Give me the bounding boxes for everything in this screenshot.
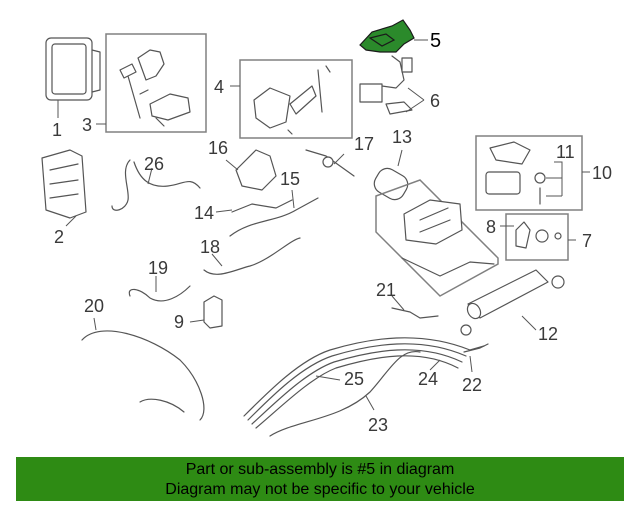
part-12-tank <box>460 269 565 336</box>
part-7-group <box>500 213 576 261</box>
callout-23: 23 <box>368 415 388 435</box>
part-26-lines <box>111 159 201 211</box>
callout-10: 10 <box>592 163 612 183</box>
callout-25: 25 <box>344 369 364 389</box>
callout-17: 17 <box>354 134 374 154</box>
part-22-fitting <box>463 343 489 373</box>
part-19-line <box>128 276 191 302</box>
part-5-highlighted[interactable] <box>359 19 428 53</box>
compressor-assembly <box>375 179 499 297</box>
part-10-group <box>475 135 590 211</box>
banner-line-2: Diagram may not be specific to your vehi… <box>165 481 475 498</box>
part-2-bracket <box>41 149 87 227</box>
callout-24: 24 <box>418 369 438 389</box>
callout-7: 7 <box>582 231 592 251</box>
callout-18: 18 <box>200 237 220 257</box>
callout-15: 15 <box>280 169 300 189</box>
part-4-group <box>230 59 353 139</box>
callout-26: 26 <box>144 154 164 174</box>
part-18-line <box>203 237 301 275</box>
part-17-valve <box>305 149 355 177</box>
callout-3: 3 <box>82 115 92 135</box>
part-23-line <box>269 350 421 437</box>
part-6-sensor <box>359 55 425 115</box>
part-20-line <box>81 317 205 421</box>
callout-9: 9 <box>174 312 184 332</box>
callout-5: 5 <box>430 30 441 52</box>
callout-14: 14 <box>194 203 214 223</box>
part-15-line <box>229 189 319 237</box>
part-16-bracket <box>225 149 277 191</box>
callout-19: 19 <box>148 258 168 278</box>
info-banner: Part or sub-assembly is #5 in diagram Di… <box>16 457 624 501</box>
callout-4: 4 <box>214 77 224 97</box>
callout-2: 2 <box>54 227 64 247</box>
part-9-bracket <box>189 295 223 329</box>
callout-22: 22 <box>462 375 482 395</box>
part-21-line <box>391 295 439 319</box>
callout-6: 6 <box>430 91 440 111</box>
callout-1: 1 <box>52 120 62 140</box>
part-3-group <box>96 33 207 133</box>
callout-13: 13 <box>392 127 412 147</box>
part-14-line <box>215 199 293 213</box>
part-1-module <box>45 37 101 118</box>
banner-line-1: Part or sub-assembly is #5 in diagram <box>185 461 455 478</box>
part-24-line <box>429 359 441 371</box>
callout-16: 16 <box>208 138 228 158</box>
part-13-canister <box>373 149 409 201</box>
callout-11: 11 <box>556 142 575 162</box>
callout-8: 8 <box>486 217 496 237</box>
parts-diagram: 5 1 3 4 6 2 <box>41 19 612 437</box>
callout-12: 12 <box>538 324 558 344</box>
callout-21: 21 <box>376 280 396 300</box>
part-25-line-bundle <box>243 337 485 429</box>
callout-20: 20 <box>84 296 104 316</box>
